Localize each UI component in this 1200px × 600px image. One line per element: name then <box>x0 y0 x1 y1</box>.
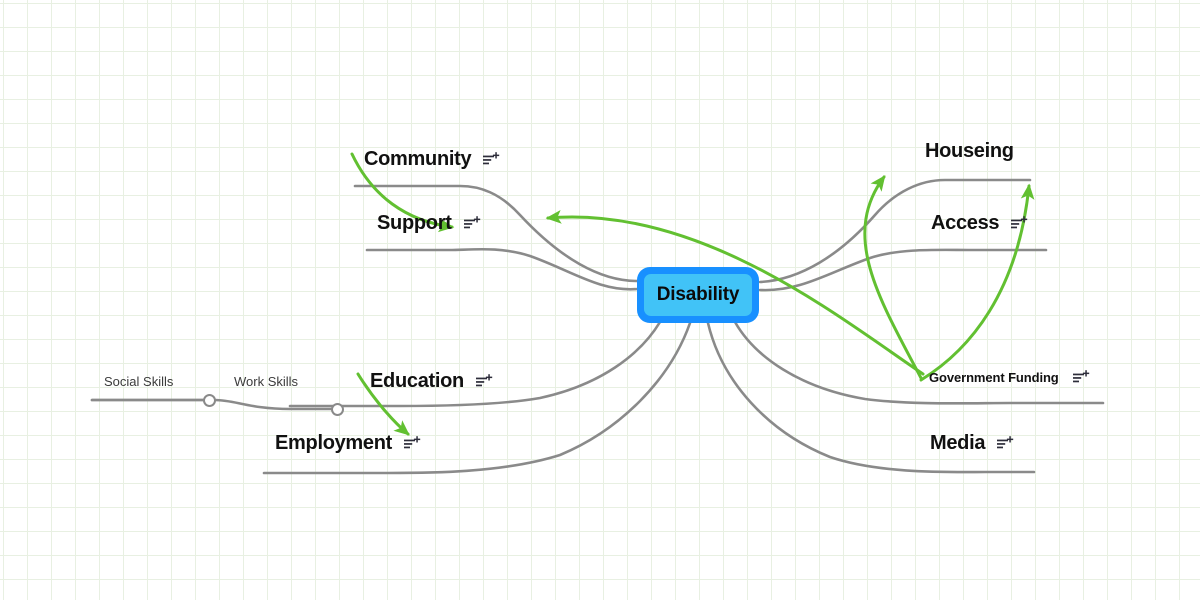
topic-label-community: Community <box>364 148 472 170</box>
topic-community[interactable]: Community <box>364 148 500 171</box>
topic-govfunding[interactable]: Government Funding <box>929 370 1090 385</box>
topic-label-houseing: Houseing <box>925 140 1014 162</box>
topic-houseing[interactable]: Houseing <box>925 140 1014 163</box>
topic-label-education: Education <box>370 370 464 392</box>
topic-education[interactable]: Education <box>370 370 493 393</box>
topic-label-media: Media <box>930 432 986 454</box>
note-add-icon-education[interactable] <box>475 374 493 389</box>
topic-label-govfunding: Government Funding <box>929 370 1059 385</box>
topic-employment[interactable]: Employment <box>275 432 421 455</box>
note-add-icon-support[interactable] <box>463 216 481 231</box>
relationship-govfunding-to-houseing[interactable] <box>863 175 923 380</box>
topic-label-workskills: Work Skills <box>234 374 299 389</box>
branch-line-govfunding[interactable] <box>733 320 1105 405</box>
topic-label-employment: Employment <box>275 432 393 454</box>
topic-access[interactable]: Access <box>931 212 1028 235</box>
topic-media[interactable]: Media <box>930 432 1014 455</box>
central-node-label: Disability <box>656 284 740 305</box>
topic-workskills[interactable]: Work Skills <box>234 374 298 389</box>
topic-support[interactable]: Support <box>377 212 481 235</box>
topic-socialskills[interactable]: Social Skills <box>104 374 173 389</box>
branch-line-education[interactable] <box>288 320 662 408</box>
topic-label-support: Support <box>377 212 452 234</box>
note-add-icon-media[interactable] <box>997 436 1014 451</box>
note-add-icon-govfunding[interactable] <box>1072 370 1090 385</box>
branch-line-access[interactable] <box>758 248 1048 292</box>
note-add-icon-community[interactable] <box>483 152 500 167</box>
collapse-handle-socialskills[interactable] <box>203 394 216 407</box>
central-node-disability[interactable]: Disability <box>637 267 759 323</box>
note-add-icon-access[interactable] <box>1011 216 1028 231</box>
topic-label-access: Access <box>931 212 1000 234</box>
branch-line-support[interactable] <box>365 247 639 291</box>
central-node-fill <box>644 274 752 316</box>
collapse-handle-workskills[interactable] <box>331 403 344 416</box>
topic-label-socialskills: Social Skills <box>104 374 174 389</box>
note-add-icon-employment[interactable] <box>404 436 421 451</box>
